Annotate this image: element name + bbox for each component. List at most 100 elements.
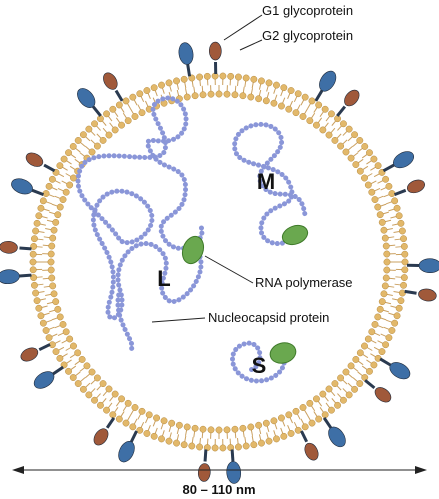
- lipid-head: [70, 342, 77, 350]
- lipid-head: [299, 404, 307, 411]
- lipid-head: [366, 149, 373, 157]
- lipid-head: [371, 320, 379, 328]
- lipid-head: [215, 426, 223, 434]
- lipid-head: [39, 319, 47, 327]
- lipid-head: [301, 423, 309, 431]
- spike-stalk: [300, 430, 309, 443]
- g1-spike: [11, 178, 45, 197]
- lipid-head: [39, 197, 47, 205]
- spike-stalk: [382, 163, 395, 173]
- g2-arrow: [239, 39, 263, 51]
- g1-spike: [178, 42, 194, 77]
- spike-stalk: [105, 417, 116, 429]
- g2-spike: [103, 72, 124, 102]
- g2-head: [93, 428, 109, 446]
- lipid-head: [277, 102, 285, 110]
- lipid-head: [280, 84, 288, 92]
- scale-arrowhead-right: [415, 466, 427, 474]
- lipid-head: [345, 391, 353, 399]
- lipid-head: [319, 126, 327, 134]
- lipid-head: [351, 131, 359, 139]
- lipid-head: [315, 101, 323, 109]
- lipid-head: [382, 242, 390, 250]
- lipid-head: [165, 437, 173, 445]
- lipid-head: [48, 175, 56, 183]
- lipid-head: [215, 90, 223, 98]
- lipid-head: [364, 181, 372, 189]
- lipid-head: [48, 242, 56, 250]
- lipid-head: [29, 258, 37, 266]
- lipid-head: [103, 406, 110, 414]
- lipid-head: [285, 411, 293, 419]
- lipid-head: [99, 136, 107, 144]
- lipid-head: [368, 328, 376, 336]
- lipid-head: [315, 415, 323, 423]
- lipid-head: [306, 399, 314, 407]
- lipid-head: [118, 395, 126, 403]
- g1-head: [178, 42, 194, 65]
- lipid-head: [397, 219, 405, 227]
- lipid-head: [382, 341, 390, 349]
- lipid-head: [175, 421, 183, 429]
- lipid-head: [56, 162, 64, 170]
- g2-spike: [209, 41, 222, 75]
- g1-head: [418, 258, 439, 273]
- lipid-head: [352, 355, 360, 363]
- lipid-head: [400, 274, 408, 282]
- lipid-head: [328, 406, 335, 414]
- lipid-head: [165, 79, 173, 87]
- lipid-head: [400, 235, 407, 243]
- lipid-head: [103, 110, 110, 118]
- lipid-head: [398, 289, 406, 297]
- lipid-head: [391, 319, 399, 327]
- spike-stalk: [52, 365, 64, 376]
- lipid-head: [351, 385, 359, 393]
- lipid-head: [383, 250, 391, 258]
- lipid-head: [88, 148, 96, 156]
- g2-head: [344, 89, 360, 107]
- lipid-head: [129, 93, 137, 101]
- lipid-head: [47, 266, 55, 274]
- g1-head: [389, 362, 411, 380]
- spike-stalk: [230, 449, 235, 462]
- spike-stalk: [91, 105, 102, 117]
- lipid-head: [207, 90, 215, 98]
- lipid-head: [183, 423, 191, 431]
- lipid-head: [74, 380, 82, 387]
- lipid-head: [308, 97, 316, 105]
- lipid-head: [262, 419, 270, 427]
- lipid-head: [70, 174, 77, 182]
- g2-head: [374, 387, 392, 403]
- g1-spike: [322, 417, 346, 448]
- g2-spike: [25, 152, 56, 173]
- g2-spike: [197, 449, 211, 482]
- callout-arrows: [151, 14, 263, 323]
- lipid-head: [270, 417, 278, 425]
- spike-stalk: [186, 64, 192, 77]
- lipid-head: [48, 274, 56, 282]
- lipid-head: [397, 297, 405, 305]
- g1-head: [33, 371, 55, 389]
- lipid-head: [400, 242, 408, 250]
- lipid-head: [227, 72, 235, 80]
- g1-spike: [406, 258, 439, 273]
- lipid-head: [356, 167, 364, 175]
- segment-label-m: M: [257, 169, 275, 194]
- spike-stalk: [129, 430, 138, 443]
- lipid-head: [378, 348, 386, 356]
- nucleocapsid-arrow: [151, 317, 206, 323]
- g1-head: [393, 151, 415, 169]
- g1-head: [226, 461, 242, 484]
- g2-head: [103, 72, 118, 90]
- lipid-head: [47, 250, 55, 258]
- lipid-head: [52, 218, 60, 226]
- lipid-head: [239, 424, 247, 432]
- lipid-head: [285, 105, 293, 113]
- lipid-head: [105, 385, 113, 393]
- lipid-head: [345, 125, 353, 133]
- scale-arrowhead-left: [12, 466, 24, 474]
- lipid-head: [54, 211, 62, 219]
- lipid-head: [328, 110, 335, 118]
- lipid-head: [122, 419, 130, 427]
- lipid-head: [270, 99, 278, 107]
